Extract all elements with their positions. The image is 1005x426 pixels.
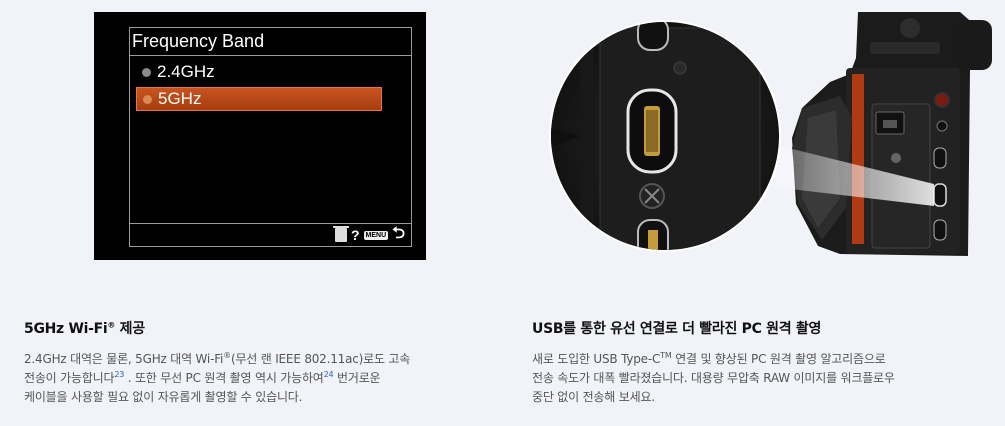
magnified-port-view bbox=[549, 20, 781, 252]
usb-feature-title: USB를 통한 유선 연결로 더 빨라진 PC 원격 촬영 bbox=[532, 321, 822, 337]
menu-footer: ? MENU ⮌ bbox=[130, 223, 411, 246]
radio-dot-icon bbox=[143, 94, 152, 104]
help-icon: ? bbox=[350, 227, 360, 243]
menu-frame: Frequency Band 2.4GHz 5GHz ? MENU ⮌ bbox=[129, 27, 412, 247]
menu-option-2-4ghz: 2.4GHz bbox=[136, 61, 380, 83]
camera-body bbox=[792, 12, 992, 256]
usb-port-camera-image bbox=[549, 12, 992, 256]
menu-key-icon: MENU bbox=[363, 230, 389, 240]
trash-icon bbox=[332, 226, 349, 242]
return-icon: ⮌ bbox=[392, 224, 405, 242]
highlight-beam bbox=[740, 136, 934, 206]
frequency-band-menu-image: Frequency Band 2.4GHz 5GHz ? MENU ⮌ bbox=[94, 12, 426, 260]
footnote-link[interactable]: 23 bbox=[114, 370, 125, 379]
wifi-feature-title: 5GHz Wi-Fi® 제공 bbox=[24, 320, 145, 337]
usb-feature-block: USB를 통한 유선 연결로 더 빨라진 PC 원격 촬영 새로 도입한 USB… bbox=[532, 318, 972, 407]
wifi-feature-block: 5GHz Wi-Fi® 제공 2.4GHz 대역은 물론, 5GHz 대역 Wi… bbox=[24, 318, 464, 407]
usb-feature-description: 새로 도입한 USB Type-CTM 연결 및 향상된 PC 원격 촬영 알고… bbox=[532, 351, 895, 405]
menu-option-5ghz: 5GHz bbox=[136, 87, 382, 111]
menu-title: Frequency Band bbox=[130, 28, 411, 56]
menu-option-label: 2.4GHz bbox=[157, 62, 215, 81]
radio-dot-icon bbox=[142, 67, 151, 77]
footnote-link[interactable]: 24 bbox=[323, 370, 334, 379]
menu-option-label: 5GHz bbox=[158, 89, 202, 108]
wifi-feature-description: 2.4GHz 대역은 물론, 5GHz 대역 Wi-Fi®(무선 랜 IEEE … bbox=[24, 351, 411, 405]
